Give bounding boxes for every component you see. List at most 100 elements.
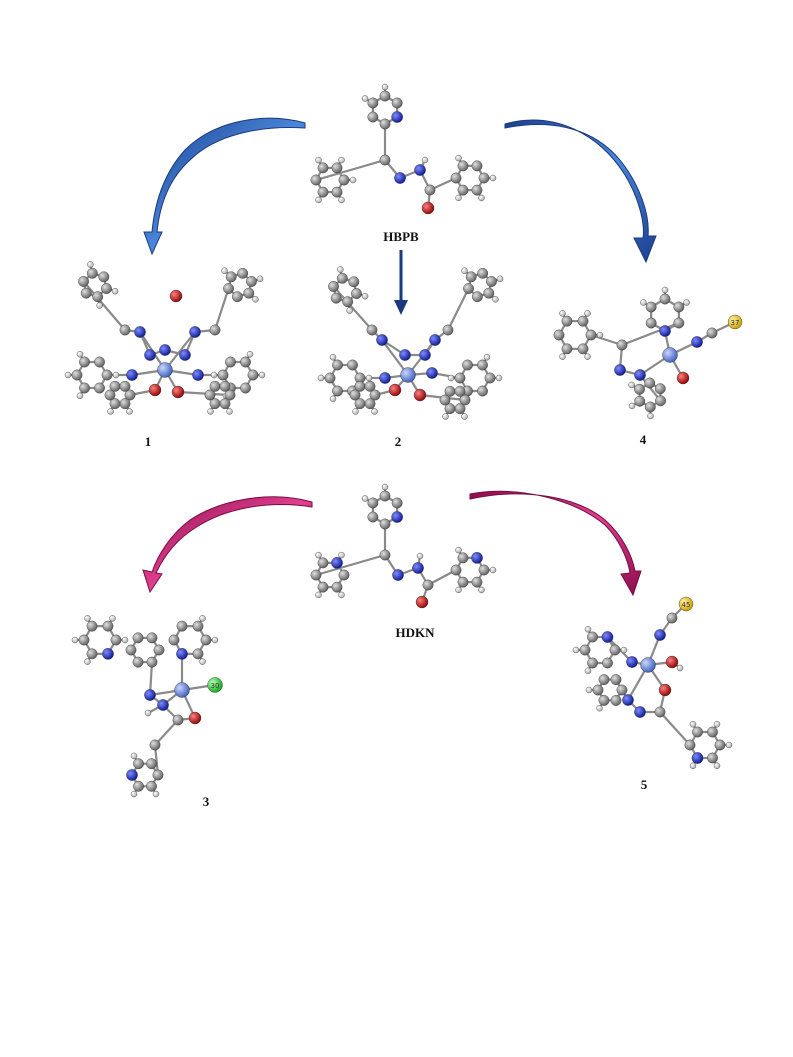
atom-c bbox=[331, 162, 343, 174]
atom-c bbox=[484, 372, 496, 384]
atom-n bbox=[392, 569, 404, 581]
atom-o bbox=[188, 711, 202, 725]
atom-c bbox=[101, 283, 112, 294]
atom-h bbox=[371, 408, 378, 415]
atom-h bbox=[647, 412, 654, 420]
atom-o bbox=[169, 289, 183, 303]
atom-n bbox=[414, 164, 426, 176]
atom-c bbox=[634, 395, 646, 407]
atom-c bbox=[80, 287, 92, 299]
atom-c bbox=[324, 372, 336, 384]
atom-c bbox=[471, 160, 483, 172]
atom-c bbox=[577, 315, 589, 327]
atom-n bbox=[626, 656, 638, 668]
atom-o bbox=[658, 683, 672, 697]
atom-c bbox=[367, 511, 379, 523]
atom-h bbox=[338, 551, 345, 559]
atom-h bbox=[725, 741, 733, 749]
atom-c bbox=[219, 380, 231, 392]
atom-c bbox=[585, 329, 597, 341]
atom-h bbox=[346, 307, 353, 314]
atom-c bbox=[644, 401, 656, 413]
atom-h bbox=[76, 351, 84, 358]
atom-h bbox=[620, 646, 628, 654]
atom-o bbox=[676, 371, 690, 385]
atom-h bbox=[628, 381, 635, 389]
atom-m bbox=[400, 367, 416, 383]
atom-h bbox=[329, 354, 337, 361]
atom-h bbox=[109, 615, 116, 622]
atom-c bbox=[332, 359, 343, 371]
atom-h bbox=[683, 299, 690, 306]
atom-c bbox=[133, 780, 144, 792]
atom-c bbox=[486, 276, 497, 287]
atom-h bbox=[111, 288, 119, 295]
atom-c bbox=[310, 569, 322, 581]
atom-s bbox=[727, 314, 743, 330]
atom-h bbox=[258, 371, 266, 379]
ligand-hbpb-structure bbox=[310, 83, 497, 215]
atom-h bbox=[455, 194, 462, 202]
atom-c bbox=[577, 343, 589, 355]
atom-c bbox=[132, 656, 144, 668]
atom-n bbox=[192, 369, 204, 381]
atom-c bbox=[379, 154, 391, 166]
atom-c bbox=[654, 706, 666, 718]
atom-c bbox=[684, 739, 696, 751]
atom-c bbox=[317, 186, 329, 198]
atom-o bbox=[148, 383, 162, 397]
atom-c bbox=[444, 403, 456, 415]
atom-n bbox=[102, 648, 114, 660]
atom-c bbox=[349, 389, 361, 401]
atom-n bbox=[331, 557, 343, 569]
atom-c bbox=[225, 356, 236, 368]
atom-n bbox=[126, 369, 138, 381]
atom-h bbox=[478, 586, 485, 594]
atom-c bbox=[471, 576, 483, 588]
atom-c bbox=[616, 684, 628, 696]
atom-h bbox=[584, 626, 592, 633]
atom-c bbox=[379, 490, 391, 502]
atom-n bbox=[379, 372, 391, 384]
atom-c bbox=[457, 160, 469, 172]
atom-h bbox=[489, 566, 497, 574]
atom-c bbox=[110, 634, 122, 646]
atom-h bbox=[226, 408, 233, 415]
atom-m bbox=[174, 682, 190, 698]
complex-label-1: 1 bbox=[145, 434, 152, 449]
bond bbox=[659, 711, 691, 746]
atom-h bbox=[640, 299, 647, 306]
atom-c bbox=[379, 518, 391, 530]
atom-h bbox=[559, 353, 566, 360]
arrow-ligand1-to-complex2 bbox=[394, 250, 408, 315]
atom-c bbox=[587, 657, 598, 669]
atom-c bbox=[354, 380, 366, 392]
atom-h bbox=[338, 196, 345, 204]
atom-h bbox=[559, 310, 566, 317]
atom-h bbox=[317, 374, 325, 382]
atom-h bbox=[84, 615, 91, 622]
atom-h bbox=[381, 83, 389, 91]
atom-c bbox=[200, 634, 212, 646]
complex-5-structure: 45 bbox=[572, 596, 733, 769]
atom-h bbox=[329, 395, 337, 402]
atom-h bbox=[483, 354, 491, 361]
atom-h bbox=[211, 636, 219, 644]
atom-c bbox=[450, 564, 462, 576]
atom-c bbox=[592, 684, 604, 696]
atom-h bbox=[352, 408, 359, 415]
atom-c bbox=[86, 267, 98, 279]
atom-c bbox=[714, 739, 726, 751]
atom-o bbox=[388, 383, 402, 397]
atom-c bbox=[119, 380, 131, 392]
atom-c bbox=[673, 301, 685, 313]
atom-m bbox=[662, 347, 678, 363]
atom-c bbox=[424, 184, 436, 196]
atom-c bbox=[247, 369, 259, 381]
atom-h bbox=[689, 762, 697, 769]
atom-c bbox=[391, 497, 403, 509]
atom-c bbox=[209, 398, 221, 410]
atom-c bbox=[444, 385, 456, 397]
atom-c bbox=[367, 111, 379, 123]
atom-c bbox=[442, 324, 454, 336]
